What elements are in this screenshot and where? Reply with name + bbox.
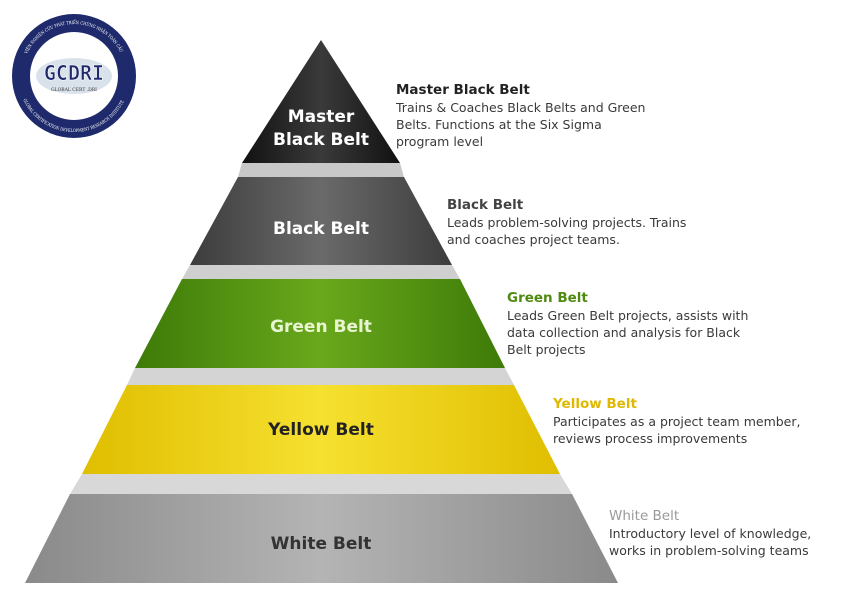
world-map-icon	[36, 58, 112, 94]
level-description-master-black-belt: Master Black Belt Trains & Coaches Black…	[396, 82, 656, 150]
level-text: Leads problem-solving projects. Trains a…	[447, 215, 687, 247]
level-title: Yellow Belt	[553, 396, 637, 412]
gcdri-logo: GCDRI GLOBAL CERT .DRI VIỆN NGHIÊN CỨU P…	[10, 12, 138, 140]
level-description-black-belt: Black Belt Leads problem-solving project…	[447, 197, 702, 248]
level-description-white-belt: White Belt Introductory level of knowled…	[609, 508, 844, 559]
level-title: Black Belt	[447, 197, 524, 213]
tier-label: Black Belt	[273, 130, 369, 150]
slab	[127, 368, 514, 385]
tier-label: Black Belt	[273, 219, 369, 239]
tier-black-belt	[190, 177, 452, 265]
tier-label: White Belt	[271, 534, 372, 554]
level-text: Participates as a project team member, r…	[553, 414, 801, 446]
tier-green-belt	[135, 279, 505, 368]
level-description-yellow-belt: Yellow Belt Participates as a project te…	[553, 396, 823, 447]
tier-label: Master	[288, 107, 355, 127]
level-text: Introductory level of knowledge, works i…	[609, 526, 812, 558]
tier-white-belt	[25, 494, 618, 583]
level-text: Trains & Coaches Black Belts and Green B…	[396, 100, 646, 149]
level-text: Leads Green Belt projects, assists with …	[507, 308, 749, 357]
tier-master-black-belt	[242, 40, 400, 163]
logo-subtext: GLOBAL CERT .DRI	[51, 87, 97, 93]
tier-label: Green Belt	[270, 317, 372, 337]
tier-yellow-belt	[82, 385, 560, 474]
tier-label: Yellow Belt	[267, 420, 374, 440]
slab	[238, 163, 404, 177]
level-title: Green Belt	[507, 290, 588, 306]
slab	[70, 474, 572, 494]
level-title: Master Black Belt	[396, 82, 530, 98]
level-title: White Belt	[609, 508, 680, 524]
slab	[182, 265, 460, 279]
logo-text: GCDRI	[44, 61, 104, 85]
level-description-green-belt: Green Belt Leads Green Belt projects, as…	[507, 290, 762, 358]
